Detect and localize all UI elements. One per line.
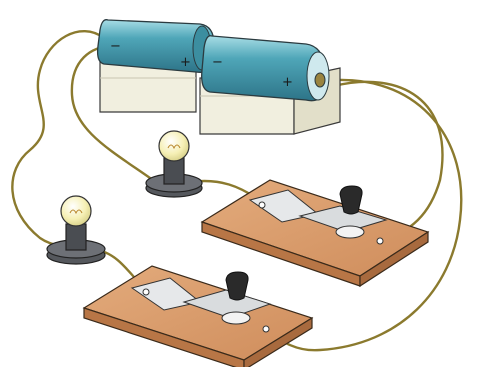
battery-right-negative-label: − (212, 55, 223, 70)
battery-left-negative-label: − (110, 39, 121, 54)
battery-left: − + (98, 20, 214, 73)
battery-right-positive-label: + (282, 75, 293, 90)
switch-upper (202, 180, 428, 286)
bulb-upper (146, 131, 202, 197)
bulb-lower (47, 196, 105, 264)
battery-right: − + (202, 36, 329, 101)
switch-lower (84, 266, 312, 367)
battery-left-positive-label: + (180, 55, 191, 70)
